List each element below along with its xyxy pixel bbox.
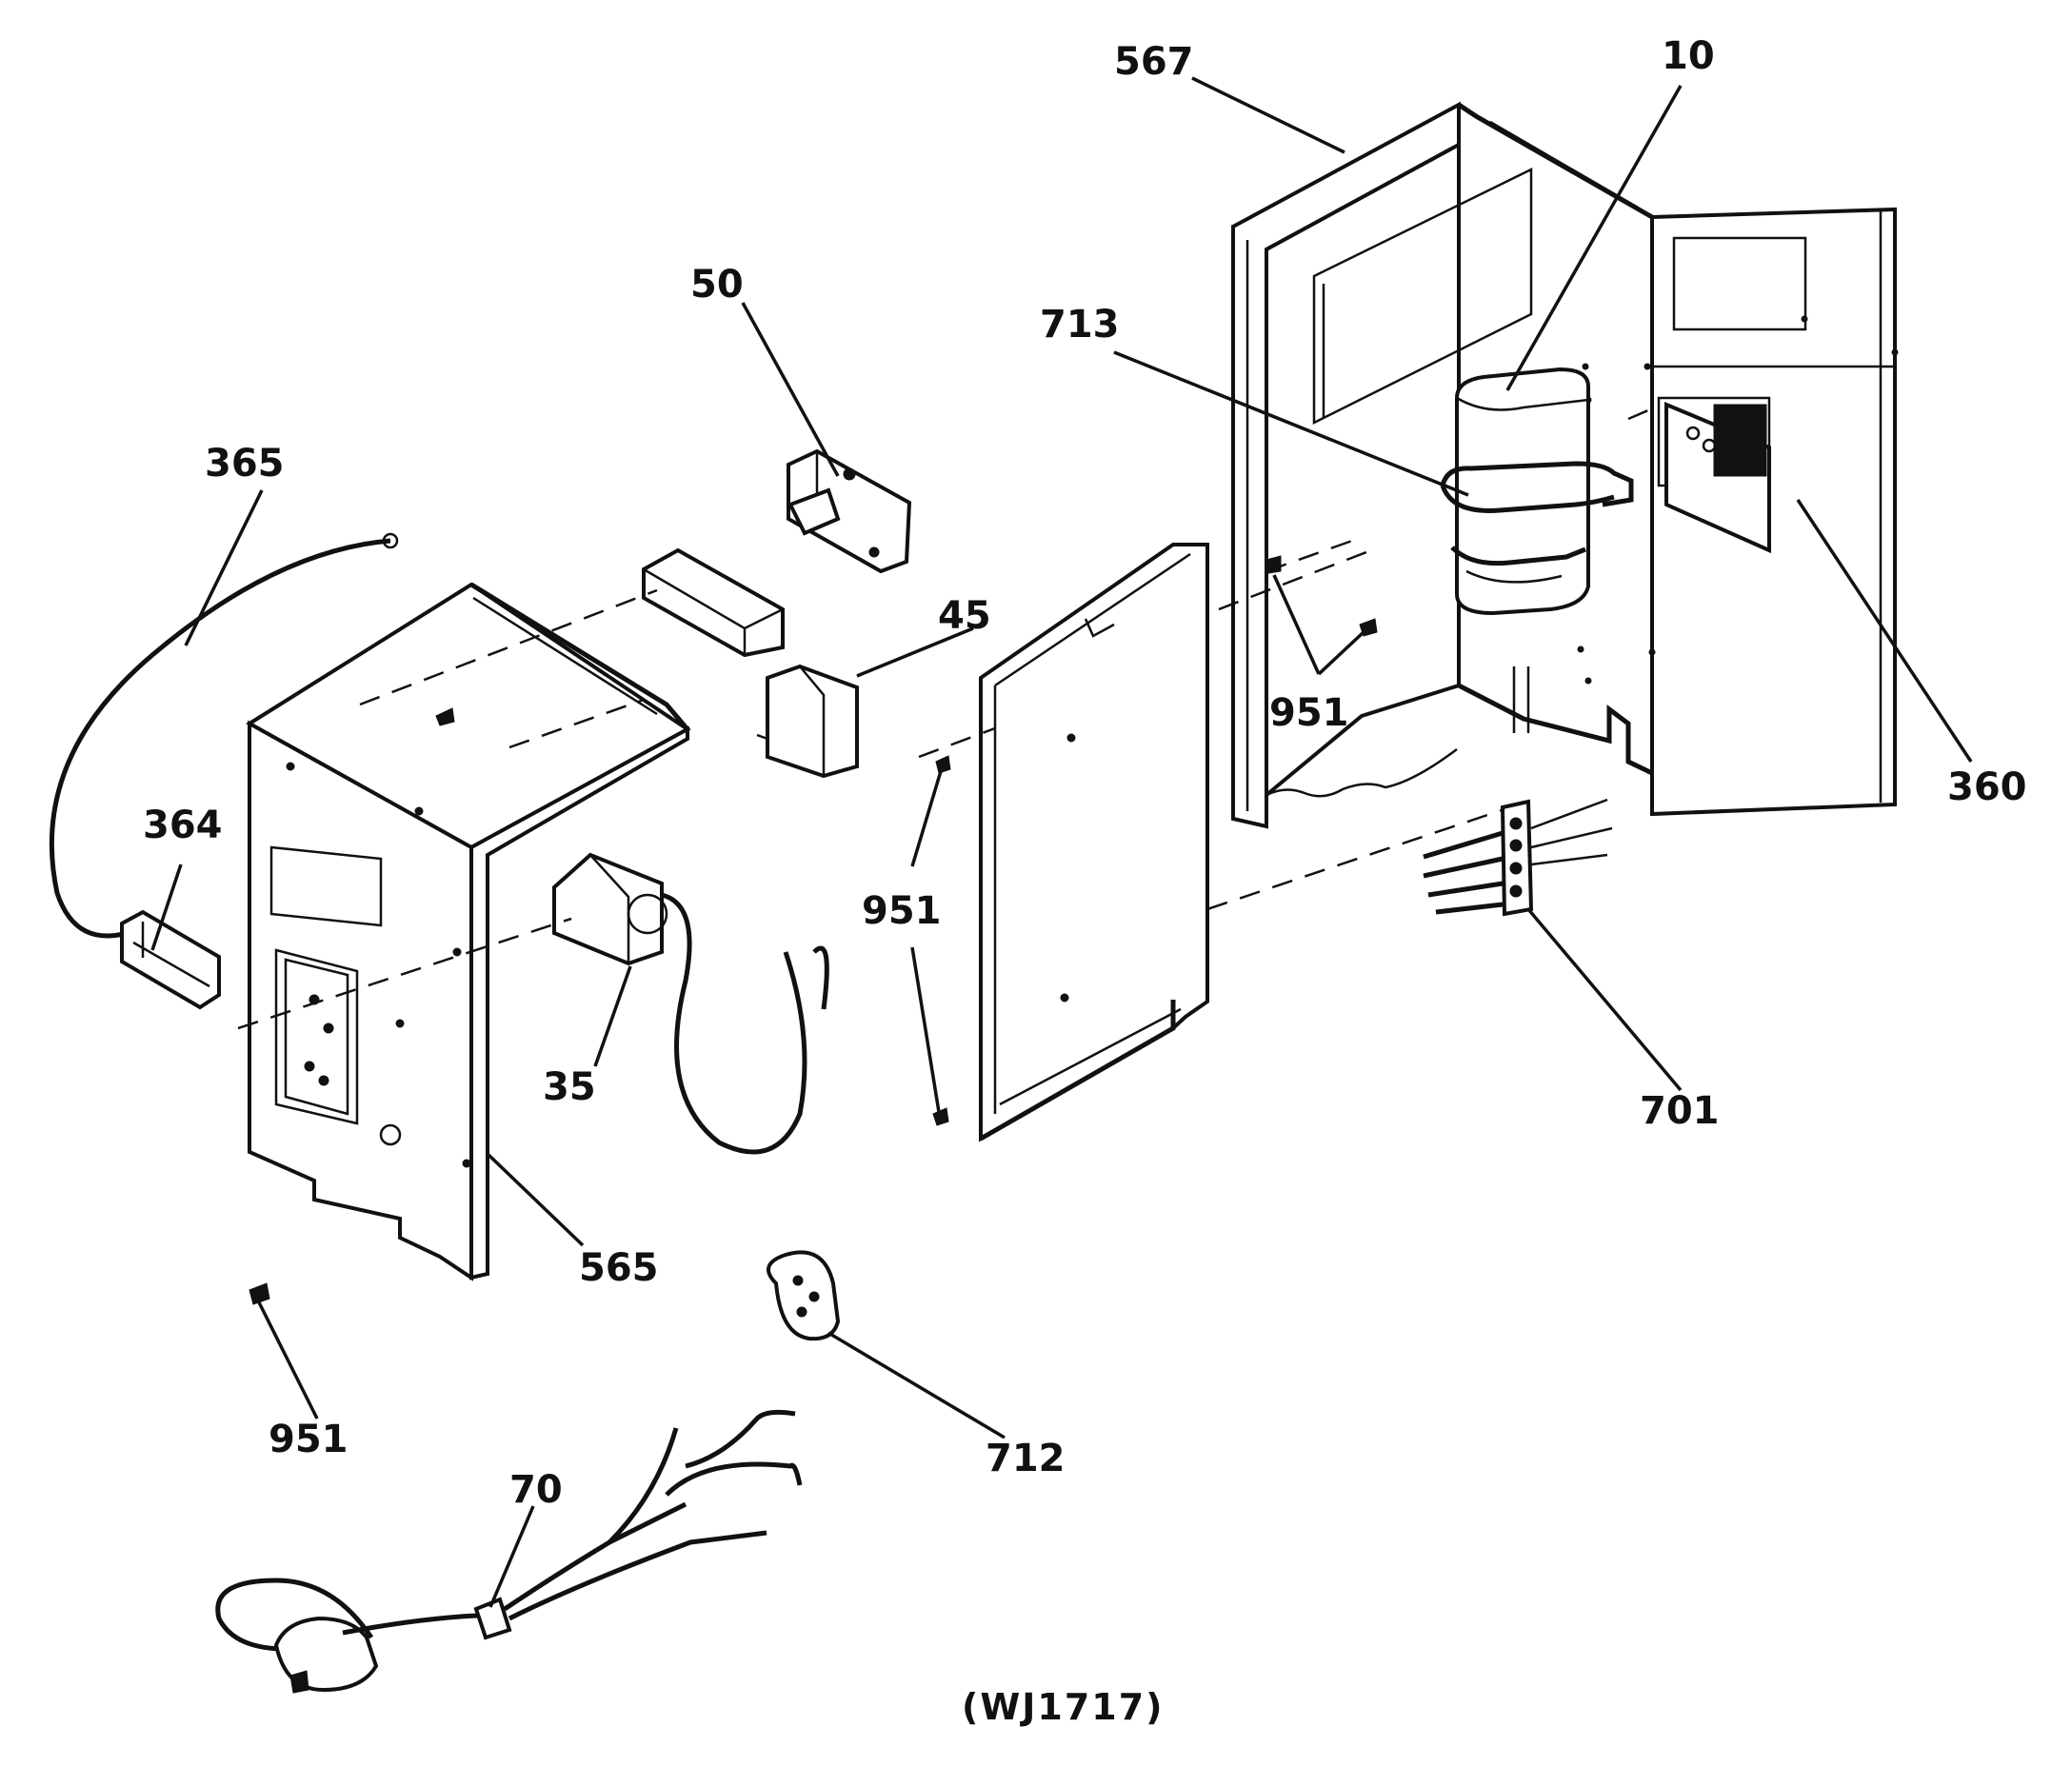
screws-951-mid xyxy=(932,755,951,1126)
callout-713: 713 xyxy=(1040,303,1120,347)
capacitor-10 xyxy=(1455,367,1590,616)
power-cord-70 xyxy=(215,1409,803,1694)
callout-567: 567 xyxy=(1114,40,1194,84)
callout-712: 712 xyxy=(986,1437,1066,1480)
screws-951-upper xyxy=(1265,555,1378,637)
rear-housing-567 xyxy=(1231,101,1899,829)
vent-louver-360 xyxy=(1657,396,1771,554)
grommet-712 xyxy=(767,1250,841,1341)
capacitor-bracket-713 xyxy=(1440,461,1634,566)
callout-365: 365 xyxy=(205,442,285,486)
callout-565: 565 xyxy=(579,1246,659,1290)
cover-panel xyxy=(979,543,1209,1142)
callout-labels: 567 10 713 50 365 45 951 360 364 951 35 … xyxy=(143,34,2027,1512)
screw-951-lower xyxy=(249,1282,270,1305)
terminal-block-701 xyxy=(1423,798,1613,917)
callout-951-lower: 951 xyxy=(269,1418,349,1461)
overload-364 xyxy=(120,909,221,1010)
callout-701: 701 xyxy=(1640,1089,1720,1133)
switch-45 xyxy=(756,664,859,779)
callout-45: 45 xyxy=(938,594,991,638)
alignment-lines xyxy=(237,406,1656,1030)
callout-364: 364 xyxy=(143,804,223,847)
callout-50: 50 xyxy=(690,263,744,307)
control-box-565 xyxy=(246,582,691,1281)
callout-360: 360 xyxy=(1947,765,2027,809)
leader-lines xyxy=(150,76,1973,1608)
lead-wire-365 xyxy=(49,532,399,939)
callout-35: 35 xyxy=(543,1065,596,1109)
callout-70: 70 xyxy=(509,1468,563,1512)
callout-951-upper: 951 xyxy=(1269,691,1349,735)
figure-code: (WJ1717) xyxy=(962,1686,1165,1728)
relay-cover xyxy=(642,547,785,658)
callout-951-mid: 951 xyxy=(862,889,942,933)
thermostat-35 xyxy=(552,852,829,1155)
callout-10: 10 xyxy=(1662,34,1715,78)
relay-50 xyxy=(787,448,912,574)
